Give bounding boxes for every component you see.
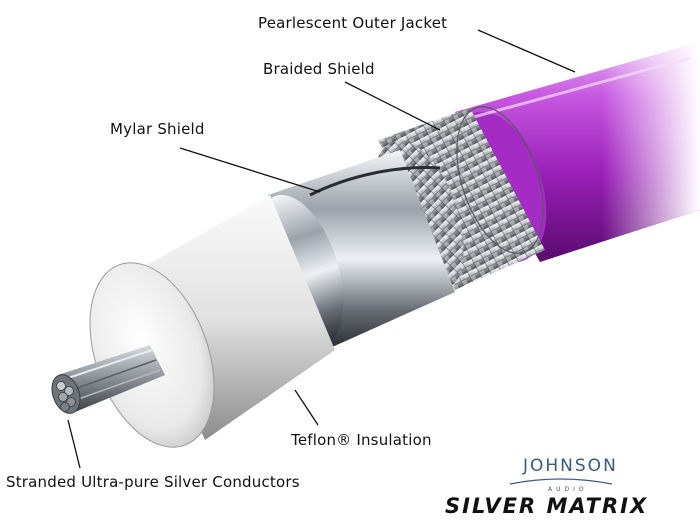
leader-line-outer-jacket xyxy=(477,29,576,73)
label-insulation: Teflon® Insulation xyxy=(291,431,432,449)
brand-swoosh xyxy=(509,478,613,485)
label-outer-jacket: Pearlescent Outer Jacket xyxy=(258,14,448,32)
label-conductors: Stranded Ultra-pure Silver Conductors xyxy=(6,473,300,491)
brand-maker-sub: AUDIO xyxy=(548,486,588,493)
leader-line-mylar-shield xyxy=(179,147,321,193)
leader-line-conductors xyxy=(67,419,81,469)
leader-line-braided-shield xyxy=(344,81,441,131)
leader-line-insulation xyxy=(294,389,319,426)
label-mylar-shield: Mylar Shield xyxy=(110,120,205,138)
label-braided-shield: Braided Shield xyxy=(263,60,375,78)
brand-maker: JOHNSON xyxy=(523,456,618,476)
silver-conductors xyxy=(51,345,165,414)
brand-product: SILVER MATRIX xyxy=(445,494,649,518)
